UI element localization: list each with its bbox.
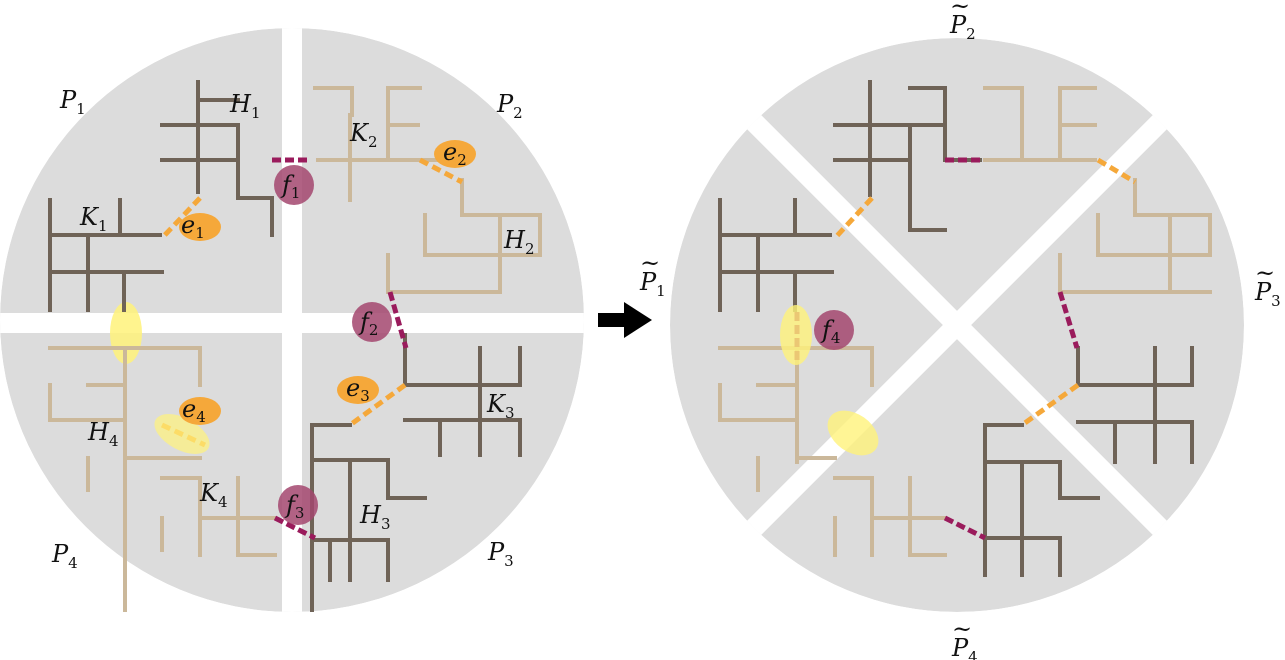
label-P1-tilde: ~ P1 (639, 249, 666, 300)
tree-left-light (718, 346, 874, 492)
label-e3: e3 (346, 374, 370, 405)
tree-K1 (48, 198, 164, 312)
right-disk: f4 ~ P1 ~ P2 ~ P3 ~ P4 (639, 0, 1281, 660)
edge-e1-line (160, 196, 202, 240)
svg-text:~: ~ (952, 615, 972, 643)
tree-H4 (48, 346, 202, 612)
tree-bottom-light (833, 476, 947, 557)
right-edge-orange-2 (1096, 157, 1137, 185)
badge-e2 (434, 140, 476, 168)
tree-K4 (160, 476, 277, 557)
right-diagonal-cut-2 (729, 97, 1185, 553)
right-edge-purple-2 (1057, 291, 1080, 349)
label-P2-tilde: ~ P2 (949, 0, 976, 43)
tree-right-dark (1076, 346, 1194, 464)
edge-f3-line (273, 515, 317, 541)
label-H1: H1 (229, 90, 260, 122)
yellow-highlight-right-1 (780, 305, 812, 365)
label-e1: e1 (181, 211, 205, 242)
tree-H2 (386, 178, 542, 294)
tree-H1 (160, 80, 274, 237)
label-P3-tilde: ~ P3 (1254, 259, 1281, 310)
left-disk: P1 P2 P3 P4 H1 H2 H3 H4 K1 K2 K3 K4 e1 e… (0, 28, 584, 612)
svg-text:P4: P4 (951, 634, 978, 660)
transform-arrow (598, 302, 652, 338)
label-P4: P4 (51, 540, 78, 572)
label-K3: K3 (486, 390, 514, 422)
svg-text:P1: P1 (639, 268, 666, 300)
tree-right-light (1058, 178, 1212, 294)
label-H4: H4 (87, 418, 118, 450)
label-e2: e2 (443, 138, 467, 169)
badge-e1 (179, 213, 221, 241)
edge-e2-line (418, 157, 464, 185)
badge-e4 (179, 397, 221, 425)
label-K1: K1 (79, 203, 107, 235)
edge-e3-line (348, 382, 407, 428)
badge-f4 (814, 310, 854, 350)
label-e4: e4 (182, 395, 206, 426)
tree-bottom-dark (983, 423, 1100, 577)
label-H2: H2 (503, 226, 534, 258)
tree-K3 (403, 333, 522, 457)
svg-text:P2: P2 (949, 11, 976, 43)
label-K2: K2 (349, 119, 377, 151)
badge-f3 (278, 485, 318, 525)
svg-text:~: ~ (950, 0, 970, 20)
label-P1: P1 (59, 86, 86, 118)
label-P3: P3 (487, 538, 514, 570)
badge-e3 (337, 376, 379, 404)
label-H3: H3 (359, 501, 390, 533)
tree-K2 (313, 86, 442, 202)
tree-top-light (983, 86, 1097, 162)
badge-f1 (274, 165, 314, 205)
yellow-highlight-right-2 (827, 410, 879, 456)
right-edge-orange-3 (1020, 382, 1080, 428)
tree-left-dark (718, 198, 834, 312)
svg-text:P3: P3 (1254, 278, 1281, 310)
badge-f2 (352, 302, 392, 342)
label-P2: P2 (496, 90, 523, 122)
label-K4: K4 (199, 479, 227, 511)
edge-f2-line (387, 291, 409, 349)
svg-text:~: ~ (640, 249, 660, 277)
svg-text:~: ~ (1255, 259, 1275, 287)
label-P4-tilde: ~ P4 (951, 615, 978, 660)
right-edge-purple-3 (943, 515, 987, 541)
right-edge-orange-1 (833, 196, 874, 240)
left-horizontal-cut (0, 313, 584, 333)
